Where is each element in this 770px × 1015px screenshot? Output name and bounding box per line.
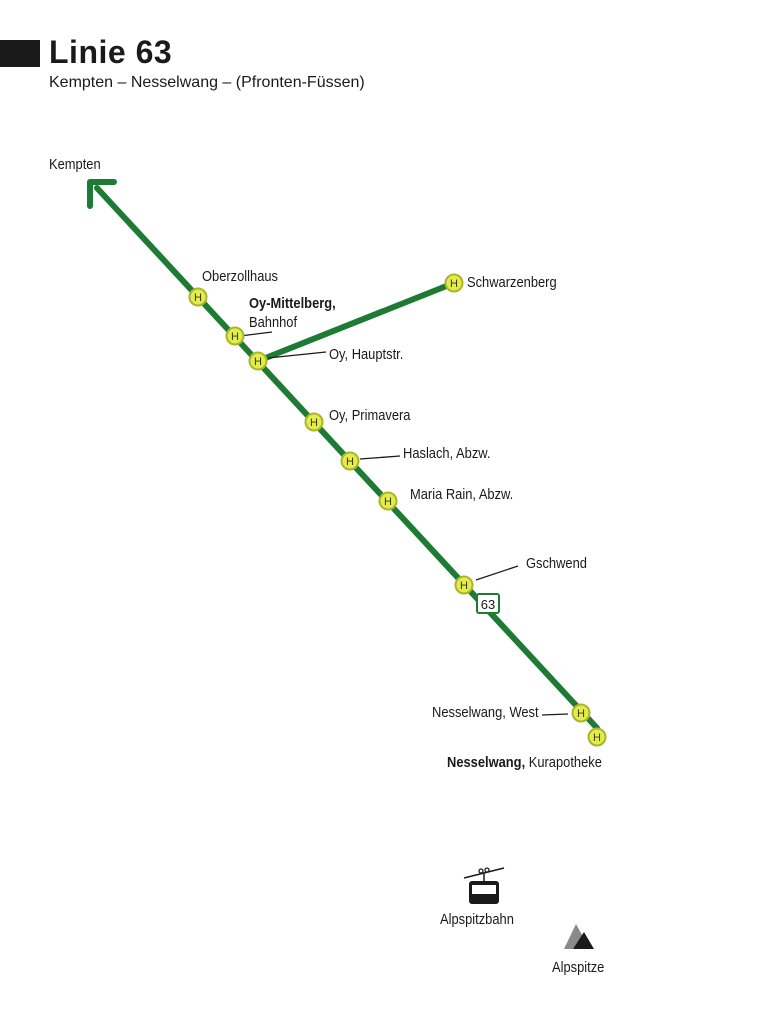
svg-text:H: H: [254, 356, 262, 368]
label-gschwend: Gschwend: [526, 555, 587, 572]
leader-oy-hauptstr: [267, 351, 327, 359]
label-oberzollhaus: Oberzollhaus: [202, 268, 279, 285]
svg-text:H: H: [460, 580, 468, 592]
label-haslach: Haslach, Abzw.: [403, 445, 491, 462]
label-maria-rain: Maria Rain, Abzw.: [410, 486, 514, 503]
stop-oberzollhaus[interactable]: H: [188, 287, 208, 307]
label-alpspitze: Alpspitze: [552, 959, 605, 976]
leader-haslach: [359, 455, 401, 460]
label-oy-hauptstr: Oy, Hauptstr.: [329, 346, 404, 363]
svg-text:H: H: [577, 708, 585, 720]
svg-text:H: H: [194, 292, 202, 304]
stop-oy-mittelberg[interactable]: H: [225, 326, 245, 346]
label-oy-mittelberg: Oy-Mittelberg,: [249, 295, 336, 313]
label-nesselwang-bold: Nesselwang,: [447, 754, 526, 771]
route-line-branch: [255, 280, 457, 364]
svg-text:H: H: [231, 331, 239, 343]
label-alpspitzbahn: Alpspitzbahn: [440, 911, 514, 928]
direction-label-kempten: Kempten: [49, 156, 101, 173]
stop-nesselwang-kurapotheke[interactable]: H: [587, 727, 607, 747]
label-nesselwang-kurapotheke: Nesselwang, Kurapotheke: [447, 754, 602, 772]
svg-text:H: H: [346, 456, 354, 468]
svg-text:H: H: [593, 732, 601, 744]
mountain-icon: [564, 924, 594, 949]
stop-maria-rain[interactable]: H: [378, 491, 398, 511]
label-oy-mittelberg-bold: Oy-Mittelberg,: [249, 295, 336, 312]
svg-text:H: H: [450, 278, 458, 290]
stop-gschwend[interactable]: H: [454, 575, 474, 595]
label-nesselwang-west: Nesselwang, West: [432, 704, 539, 721]
label-schwarzenberg: Schwarzenberg: [467, 274, 557, 291]
stop-schwarzenberg[interactable]: H: [444, 273, 464, 293]
route-subtitle: Kempten – Nesselwang – (Pfronten-Füssen): [49, 74, 365, 91]
svg-text:H: H: [384, 496, 392, 508]
stop-oy-primavera[interactable]: H: [304, 412, 324, 432]
stop-haslach[interactable]: H: [340, 451, 360, 471]
direction-arrow-icon: [87, 179, 117, 209]
page-title: Linie 63: [49, 34, 173, 70]
leader-nesselwang-west: [541, 713, 569, 716]
cable-car-icon: [463, 867, 505, 904]
label-oy-mittelberg-sub: Bahnhof: [249, 314, 298, 331]
title-accent-bar: [0, 40, 40, 67]
stop-nesselwang-west[interactable]: H: [571, 703, 591, 723]
stop-oy-hauptstr[interactable]: H: [248, 351, 268, 371]
svg-text:63: 63: [481, 597, 495, 612]
label-nesselwang-rest: Kurapotheke: [525, 754, 602, 771]
leader-oy-mittelberg: [239, 331, 273, 337]
svg-text:H: H: [310, 417, 318, 429]
route-badge: 63: [476, 593, 500, 614]
label-oy-primavera: Oy, Primavera: [329, 407, 411, 424]
leader-gschwend: [475, 565, 519, 581]
